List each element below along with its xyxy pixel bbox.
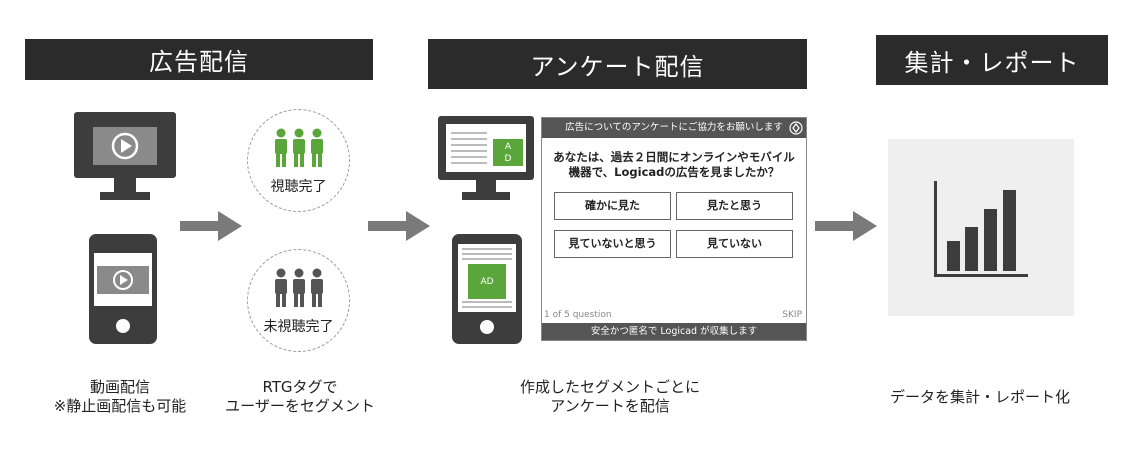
option-definitely-saw[interactable]: 確かに見た xyxy=(554,192,671,220)
skip-link[interactable]: SKIP xyxy=(782,310,802,320)
caption-video-line1: 動画配信 xyxy=(89,378,150,396)
caption-report: データを集計・レポート化 xyxy=(850,388,1110,407)
survey-top-bar: 広告についてのアンケートにご協力をお願いします xyxy=(542,118,806,138)
header-ad-delivery: 広告配信 xyxy=(25,39,373,80)
not-viewed-circle: 未視聴完了 xyxy=(247,249,350,352)
caption-report-line1: データを集計・レポート化 xyxy=(889,388,1070,406)
report-chart-box xyxy=(888,139,1074,316)
header-aggregate-report: 集計・レポート xyxy=(876,35,1108,85)
caption-rtg-line1: RTGタグで xyxy=(262,378,338,396)
caption-video-delivery: 動画配信 ※静止画配信も可能 xyxy=(30,378,210,416)
survey-progress: 1 of 5 question xyxy=(544,310,612,320)
option-think-saw[interactable]: 見たと思う xyxy=(676,192,793,220)
monitor-play-icon xyxy=(74,112,176,200)
tablet-ad-block: AD xyxy=(468,264,506,299)
survey-question-line1: あなたは、過去２日間にオンラインやモバイル xyxy=(553,150,795,164)
desktop-ad-block: A D xyxy=(493,139,523,166)
survey-panel: 広告についてのアンケートにご協力をお願いします あなたは、過去２日間にオンライン… xyxy=(541,117,807,341)
caption-survey-line1: 作成したセグメントごとに xyxy=(519,378,700,396)
caption-video-line2: ※静止画配信も可能 xyxy=(53,397,187,415)
option-not-saw[interactable]: 見ていない xyxy=(676,230,793,258)
not-viewed-label: 未視聴完了 xyxy=(263,319,334,335)
caption-survey-line2: アンケートを配信 xyxy=(550,397,670,415)
caption-rtg-segment: RTGタグで ユーザーをセグメント xyxy=(205,378,395,416)
arrow-right-icon xyxy=(368,211,430,241)
survey-question: あなたは、過去２日間にオンラインやモバイル 機器で、Logicadの広告を見まし… xyxy=(548,150,800,180)
survey-bottom-bar: 安全かつ匿名で Logicad が収集します xyxy=(542,323,806,340)
caption-rtg-line2: ユーザーをセグメント xyxy=(225,397,375,415)
viewed-label: 視聴完了 xyxy=(270,179,327,195)
close-icon[interactable] xyxy=(789,121,803,135)
caption-survey-delivery: 作成したセグメントごとに アンケートを配信 xyxy=(480,378,740,416)
bar-chart-icon xyxy=(934,181,1028,277)
option-think-not-saw[interactable]: 見ていないと思う xyxy=(554,230,671,258)
header-survey-delivery: アンケート配信 xyxy=(428,39,807,89)
arrow-right-icon xyxy=(815,211,877,241)
arrow-right-icon xyxy=(180,211,242,241)
people-green-icon xyxy=(275,128,323,167)
phone-play-icon xyxy=(89,234,157,344)
viewed-circle: 視聴完了 xyxy=(247,109,350,212)
survey-question-line2: 機器で、Logicadの広告を見ましたか？ xyxy=(568,165,780,179)
people-dark-icon xyxy=(275,268,323,307)
